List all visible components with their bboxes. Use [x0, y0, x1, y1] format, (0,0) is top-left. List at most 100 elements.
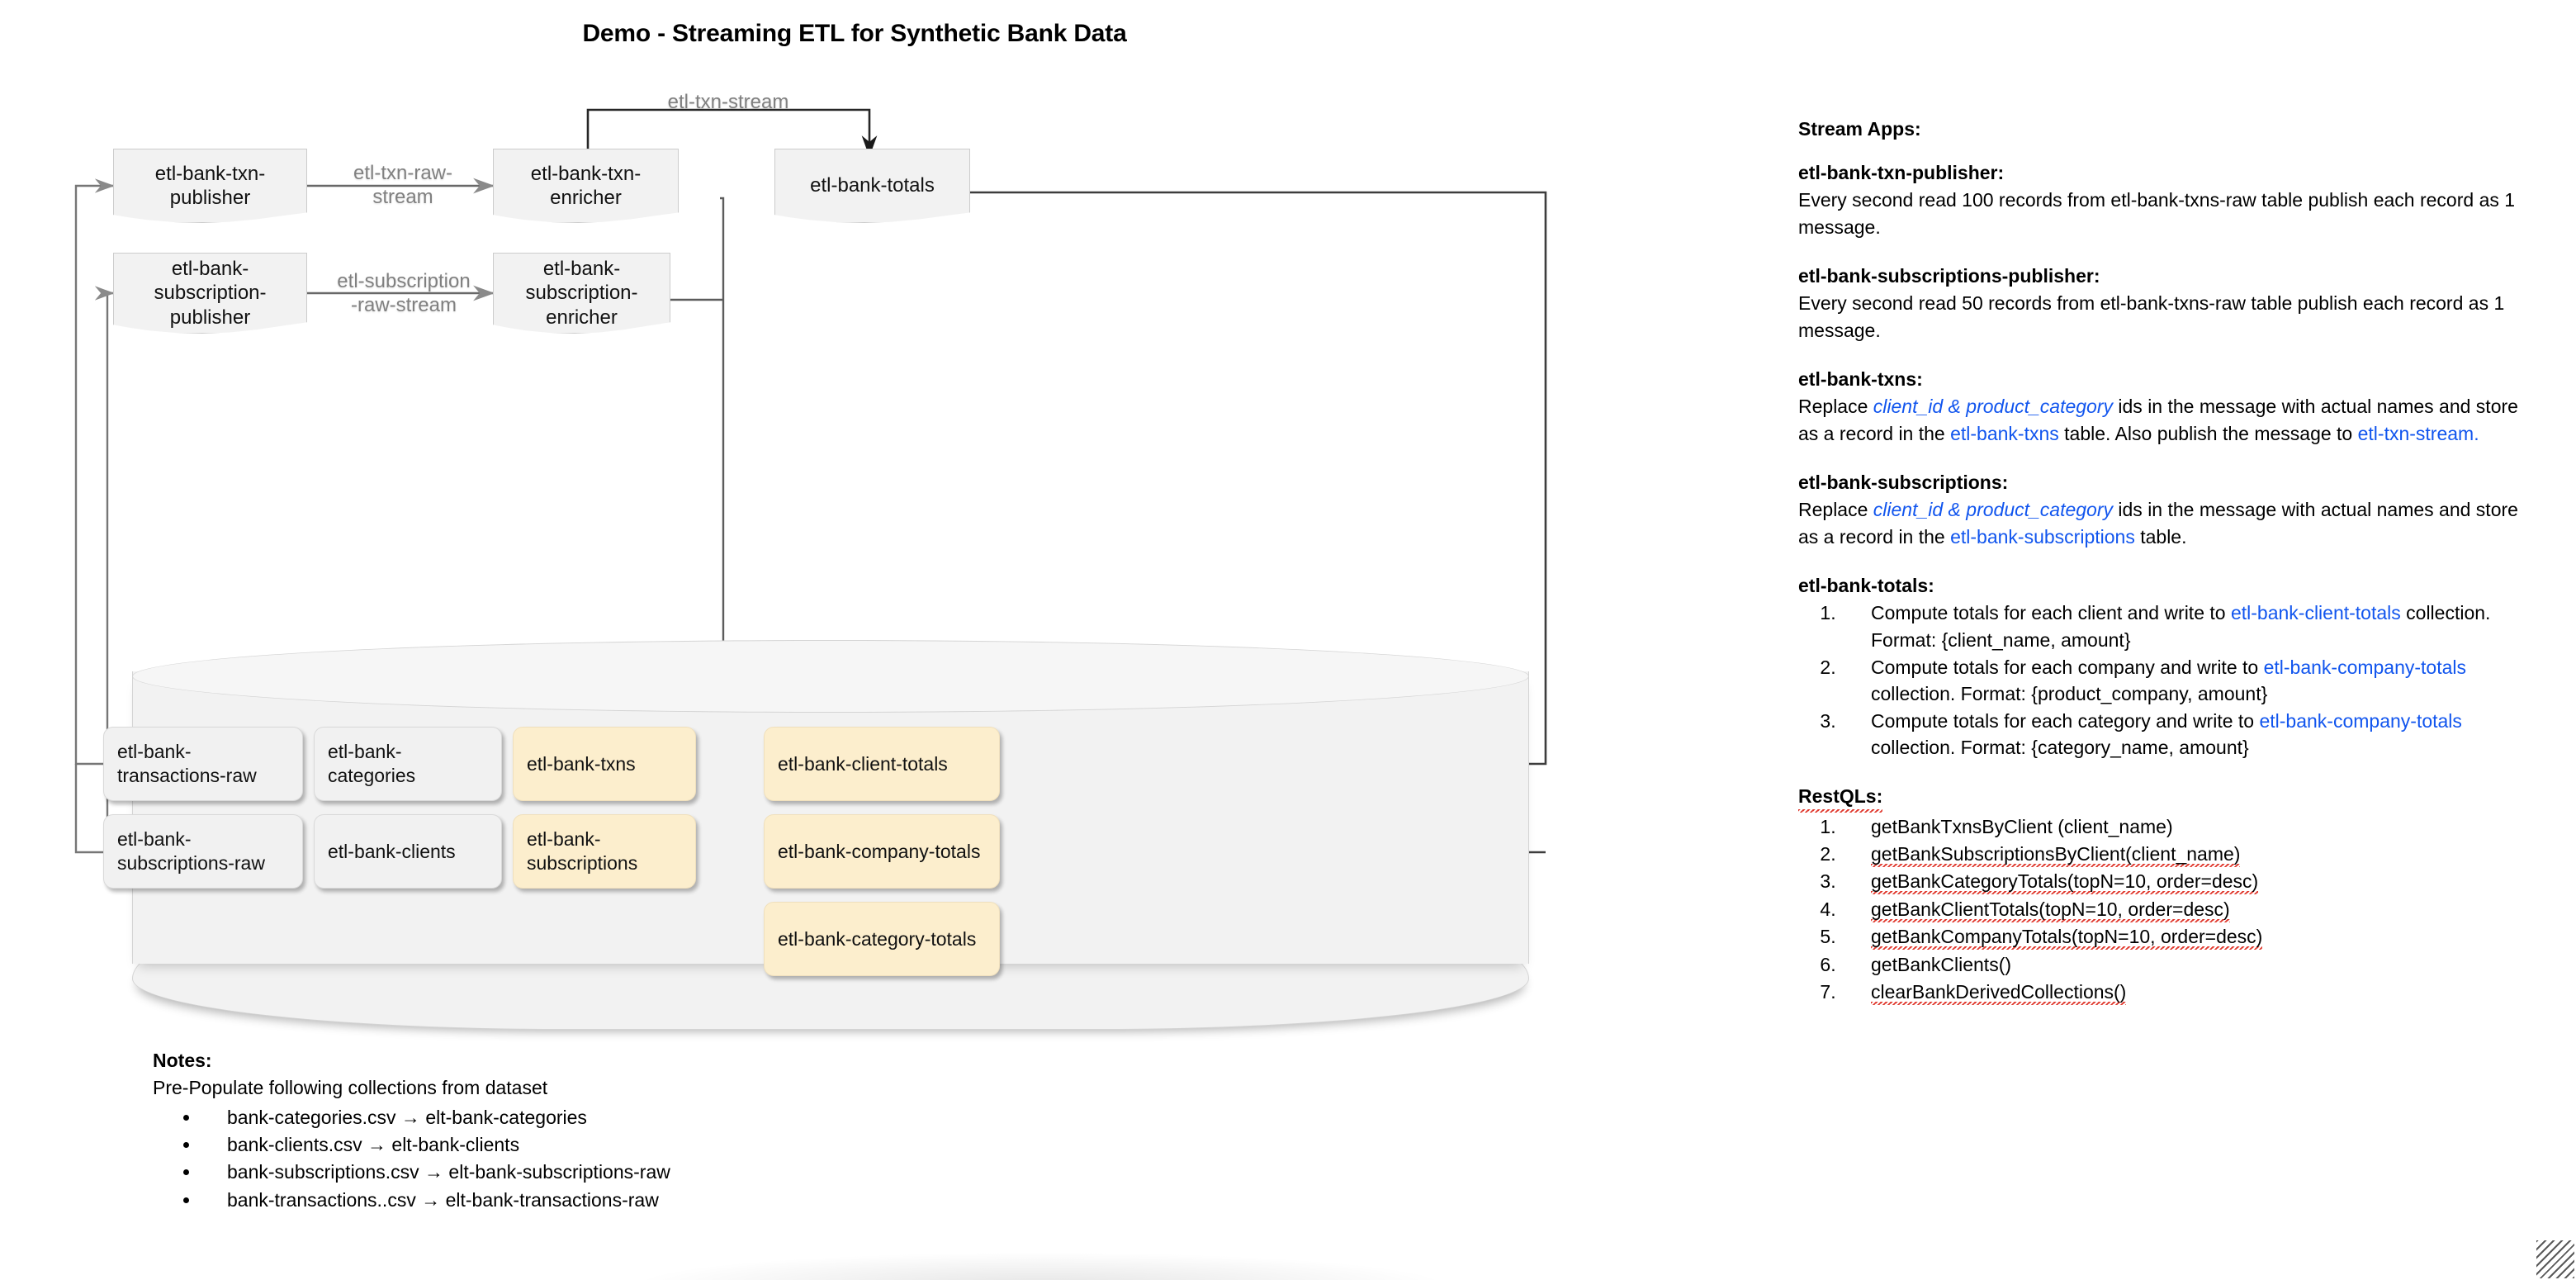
text-fragment: Replace: [1798, 396, 1873, 418]
restql-name: getBankSubscriptionsByClient(client_name…: [1871, 843, 2241, 868]
process-label: etl-bank-subscription-publisher: [154, 258, 267, 329]
app-description: Every second read 50 records from etl-ba…: [1798, 292, 2505, 341]
notes-list: bank-categories.csv → elt-bank-categorie…: [153, 1104, 978, 1214]
restql-name: getBankCategoryTotals(topN=10, order=des…: [1871, 870, 2259, 895]
collection-reference: etl-bank-txns: [1950, 422, 2059, 444]
list-item: bank-subscriptions.csv → elt-bank-subscr…: [201, 1159, 978, 1186]
app-name: etl-bank-txn-publisher:: [1798, 161, 2005, 183]
text-fragment: ids in the message with actual names and…: [1798, 499, 2518, 548]
collection-etl-bank-transactions-raw[interactable]: etl-bank-transactions-raw: [103, 727, 303, 801]
process-etl-bank-txn-enricher[interactable]: etl-bank-txn-enricher: [493, 149, 679, 223]
list-item: Compute totals for each company and writ…: [1841, 654, 2541, 708]
collection-label: etl-bank-categories: [328, 741, 416, 786]
collection-etl-bank-txns[interactable]: etl-bank-txns: [513, 727, 696, 801]
app-description: Replace client_id & product_category ids…: [1798, 496, 2541, 550]
text-fragment: table.: [2134, 525, 2187, 548]
restql-name: getBankClients(): [1871, 953, 2012, 975]
edge-label-etl-subscription-raw-stream: etl-subscription -raw-stream: [337, 270, 471, 316]
restqls-heading: RestQLs:: [1798, 783, 1883, 813]
list-item: getBankCategoryTotals(topN=10, order=des…: [1841, 868, 2541, 895]
collection-label: etl-bank-txns: [527, 752, 636, 775]
process-etl-bank-subscription-publisher[interactable]: etl-bank-subscription-publisher: [113, 253, 307, 334]
collection-label: etl-bank-category-totals: [778, 927, 977, 950]
list-item: Compute totals for each client and write…: [1841, 600, 2541, 653]
app-block-etl-bank-subscriptions: etl-bank-subscriptions: Replace client_i…: [1798, 469, 2541, 551]
app-block-subscriptions-publisher: etl-bank-subscriptions-publisher: Every …: [1798, 263, 2541, 344]
app-block-etl-bank-txns: etl-bank-txns: Replace client_id & produ…: [1798, 366, 2541, 448]
collection-label: etl-bank-subscriptions-raw: [117, 828, 265, 874]
restql-name: clearBankDerivedCollections(): [1871, 980, 2127, 1005]
process-etl-bank-totals[interactable]: etl-bank-totals: [774, 149, 970, 223]
text-fragment: ids in the message with actual names and…: [1798, 396, 2518, 444]
field-reference: client_id & product_category: [1873, 499, 2114, 521]
collection-etl-bank-subscriptions[interactable]: etl-bank-subscriptions: [513, 814, 696, 889]
process-etl-bank-txn-publisher[interactable]: etl-bank-txn-publisher: [113, 149, 307, 223]
notes-heading: Notes:: [153, 1050, 212, 1071]
app-name: etl-bank-totals:: [1798, 574, 1934, 596]
list-item: bank-clients.csv → elt-bank-clients: [201, 1131, 978, 1159]
text-fragment: Compute totals for each company and writ…: [1871, 656, 2264, 678]
restql-name: getBankTxnsByClient (client_name): [1871, 815, 2173, 837]
app-description: Every second read 100 records from etl-b…: [1798, 189, 2516, 238]
collection-etl-bank-clients[interactable]: etl-bank-clients: [314, 814, 502, 889]
text-fragment: Compute totals for each category and wri…: [1871, 709, 2260, 732]
notes-intro: Pre-Populate following collections from …: [153, 1077, 548, 1099]
process-label: etl-bank-txn-enricher: [530, 162, 642, 209]
collection-etl-bank-client-totals[interactable]: etl-bank-client-totals: [764, 727, 1000, 801]
totals-steps-list: Compute totals for each client and write…: [1798, 600, 2541, 761]
list-item: Compute totals for each category and wri…: [1841, 708, 2541, 761]
list-item: getBankClients(): [1841, 951, 2541, 979]
app-name: etl-bank-subscriptions:: [1798, 471, 2009, 493]
app-name: etl-bank-txns:: [1798, 367, 1923, 390]
restql-name: getBankCompanyTotals(topN=10, order=desc…: [1871, 926, 2263, 951]
collection-etl-bank-subscriptions-raw[interactable]: etl-bank-subscriptions-raw: [103, 814, 303, 889]
text-fragment: Replace: [1798, 499, 1873, 521]
app-name: etl-bank-subscriptions-publisher:: [1798, 264, 2100, 287]
cylinder-top: [132, 640, 1529, 713]
collection-etl-bank-category-totals[interactable]: etl-bank-category-totals: [764, 902, 1000, 976]
collection-label: etl-bank-clients: [328, 840, 456, 862]
collection-label: etl-bank-subscriptions: [527, 828, 638, 874]
list-item: getBankSubscriptionsByClient(client_name…: [1841, 841, 2541, 868]
collection-label: etl-bank-company-totals: [778, 840, 981, 862]
notes-section: Notes: Pre-Populate following collection…: [153, 1047, 978, 1214]
collection-etl-bank-categories[interactable]: etl-bank-categories: [314, 727, 502, 801]
process-label: etl-bank-totals: [810, 174, 935, 197]
restqls-list: getBankTxnsByClient (client_name) getBan…: [1798, 813, 2541, 1006]
stream-reference: etl-txn-stream.: [2357, 422, 2479, 444]
text-fragment: table. Also publish the message to: [2058, 422, 2358, 444]
text-fragment: Compute totals for each client and write…: [1871, 602, 2231, 624]
text-fragment: collection. Format: {product_company, am…: [1871, 683, 2268, 705]
etl-flow-diagram: etl-bank-txn-publisher etl-bank-txn-enri…: [0, 0, 1709, 1280]
restql-name: getBankClientTotals(topN=10, order=desc): [1871, 898, 2230, 922]
stream-apps-heading: Stream Apps:: [1798, 118, 1921, 140]
page-title: Demo - Streaming ETL for Synthetic Bank …: [582, 20, 1127, 47]
edge-label-etl-txn-raw-stream: etl-txn-raw- stream: [353, 162, 452, 208]
collection-reference: etl-bank-subscriptions: [1950, 525, 2135, 548]
collection-reference: etl-bank-company-totals: [2263, 656, 2467, 678]
app-block-txn-publisher: etl-bank-txn-publisher: Every second rea…: [1798, 159, 2541, 241]
list-item: bank-categories.csv → elt-bank-categorie…: [201, 1104, 978, 1131]
collection-label: etl-bank-transactions-raw: [117, 741, 257, 786]
process-label: etl-bank-subscription-enricher: [525, 258, 638, 329]
edge-label-etl-txn-stream: etl-txn-stream: [667, 91, 789, 113]
list-item: getBankCompanyTotals(topN=10, order=desc…: [1841, 923, 2541, 951]
process-label: etl-bank-txn-publisher: [154, 162, 266, 209]
collection-reference: etl-bank-client-totals: [2230, 602, 2401, 624]
list-item: bank-transactions..csv → elt-bank-transa…: [201, 1187, 978, 1214]
resize-grip-icon[interactable]: [2536, 1240, 2574, 1278]
process-etl-bank-subscription-enricher[interactable]: etl-bank-subscription-enricher: [493, 253, 670, 334]
page-bottom-shadow: [627, 1252, 1453, 1280]
collection-etl-bank-company-totals[interactable]: etl-bank-company-totals: [764, 814, 1000, 889]
restqls-block: RestQLs: getBankTxnsByClient (client_nam…: [1798, 783, 2541, 1006]
text-fragment: collection. Format: {category_name, amou…: [1871, 737, 2249, 759]
list-item: clearBankDerivedCollections(): [1841, 979, 2541, 1006]
description-panel: Stream Apps: etl-bank-txn-publisher: Eve…: [1798, 116, 2541, 1006]
collection-reference: etl-bank-company-totals: [2259, 709, 2462, 732]
app-description: Replace client_id & product_category ids…: [1798, 393, 2541, 447]
collection-label: etl-bank-client-totals: [778, 752, 948, 775]
app-block-etl-bank-totals: etl-bank-totals: Compute totals for each…: [1798, 572, 2541, 762]
text-fragment: collection. Format: {client_name, amount…: [1871, 602, 2491, 651]
list-item: getBankClientTotals(topN=10, order=desc): [1841, 896, 2541, 923]
list-item: getBankTxnsByClient (client_name): [1841, 813, 2541, 841]
